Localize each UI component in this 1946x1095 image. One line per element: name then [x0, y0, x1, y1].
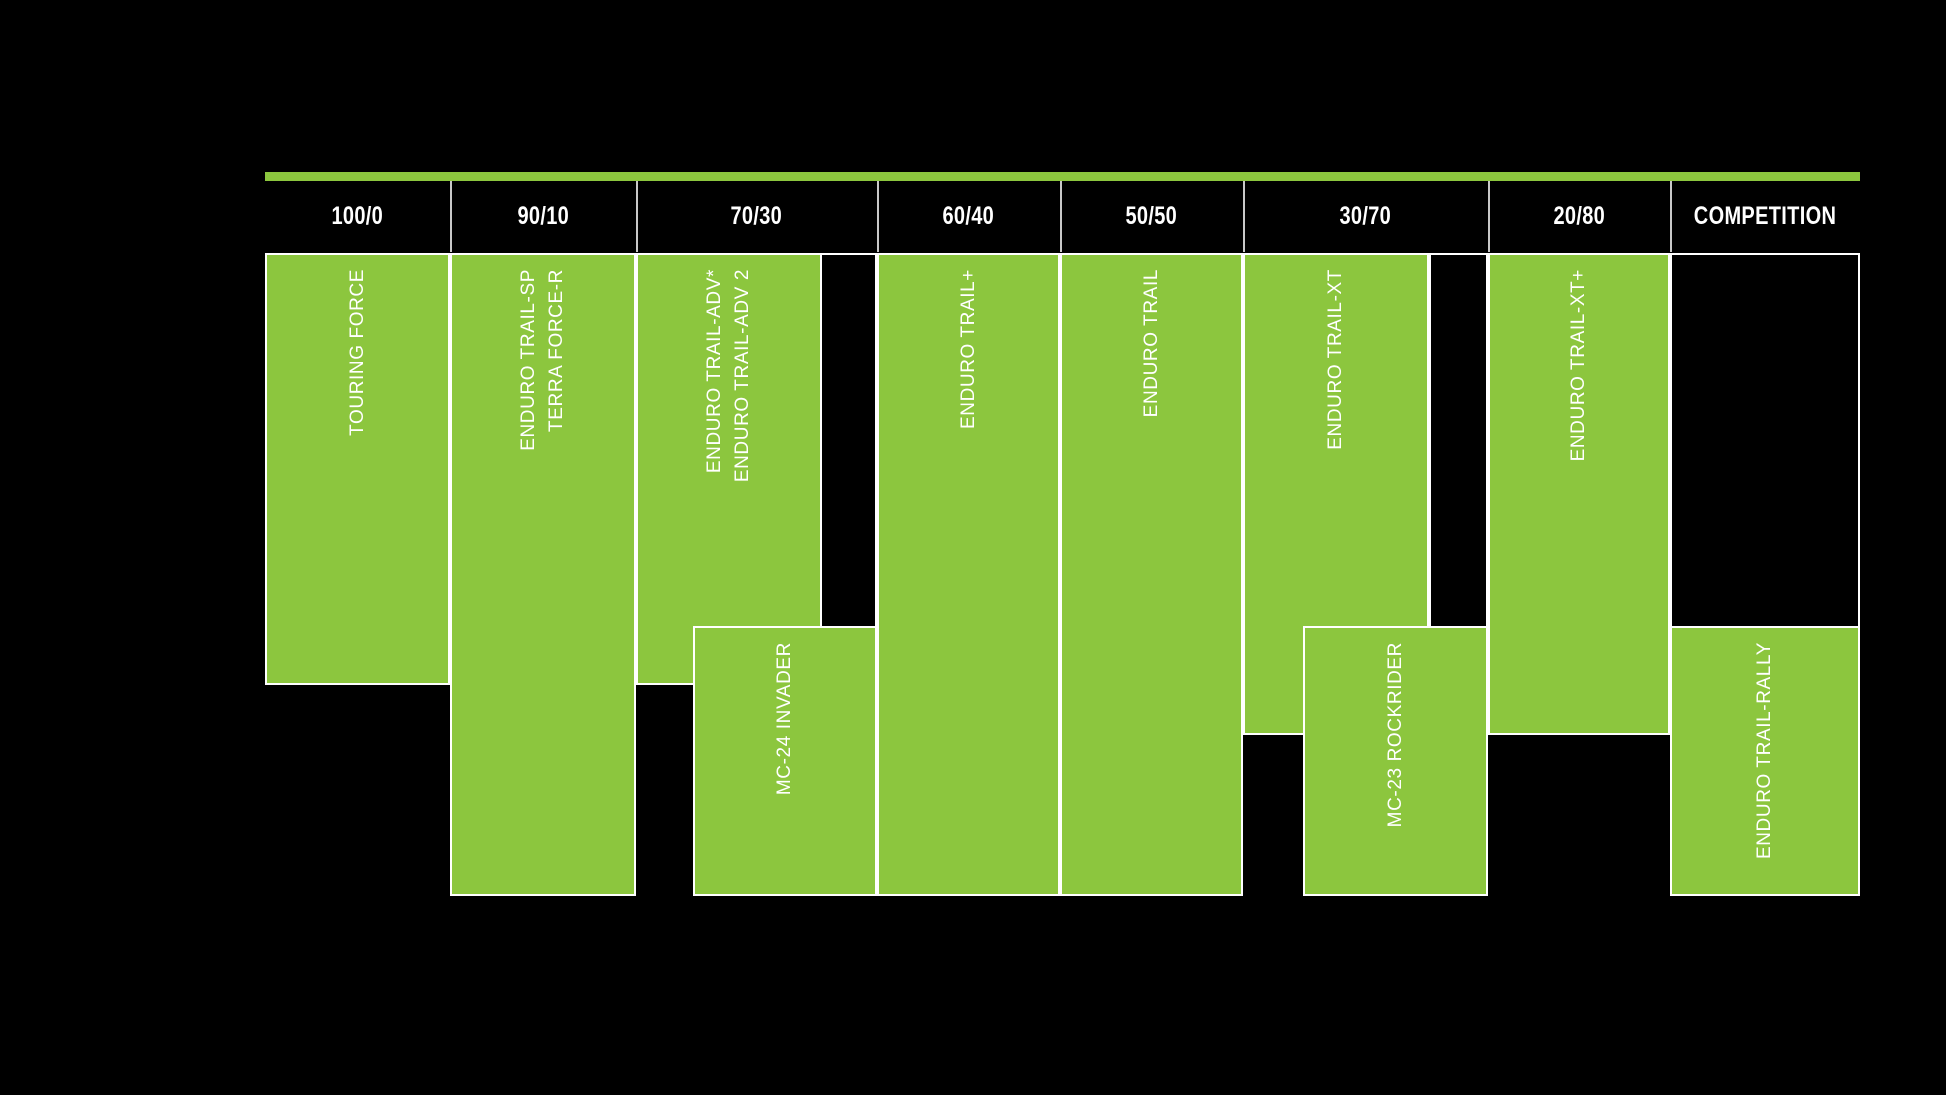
- top-accent-rule: [265, 172, 1860, 181]
- bar-label-group: ENDURO TRAIL-ADV 2 ENDURO TRAIL-ADV*: [638, 269, 820, 482]
- bar-empty-70-30: [820, 253, 877, 628]
- header-label: COMPETITION: [1693, 202, 1837, 230]
- bar-enduro-trail-rally[interactable]: ENDURO TRAIL-RALLY: [1670, 626, 1860, 896]
- bar-label: ENDURO TRAIL-ADV*: [704, 269, 726, 474]
- bar-label: MC-24 INVADER: [774, 642, 796, 796]
- bar-label: ENDURO TRAIL-XT: [1325, 269, 1347, 450]
- bar-empty-20-80: [1429, 253, 1488, 628]
- bar-mc-23-rockrider[interactable]: MC-23 ROCKRIDER: [1303, 626, 1488, 896]
- bar-terra-force-r-enduro-trail-sp[interactable]: TERRA FORCE-R ENDURO TRAIL-SP: [450, 253, 636, 896]
- bar-label-group: TOURING FORCE: [267, 269, 448, 436]
- bar-label: TOURING FORCE: [346, 269, 368, 436]
- bar-empty-competition: [1670, 253, 1860, 628]
- header-col-60-40[interactable]: 60/40: [877, 181, 1060, 252]
- bar-label: ENDURO TRAIL: [1140, 269, 1162, 418]
- bar-enduro-trail-plus[interactable]: ENDURO TRAIL+: [877, 253, 1060, 896]
- header-col-30-70[interactable]: 30/70: [1243, 181, 1488, 252]
- bar-label: TERRA FORCE-R: [546, 269, 567, 432]
- header-col-competition[interactable]: COMPETITION: [1670, 181, 1860, 252]
- header-col-20-80[interactable]: 20/80: [1488, 181, 1670, 252]
- bar-label-group: ENDURO TRAIL-XT: [1245, 269, 1427, 450]
- bar-label-group: TERRA FORCE-R ENDURO TRAIL-SP: [452, 269, 634, 451]
- header-label: 100/0: [331, 202, 384, 230]
- column-header-row: 100/0 90/10 70/30 60/40 50/50 30/70 20/8…: [265, 181, 1860, 252]
- bar-enduro-trail-xt-plus[interactable]: ENDURO TRAIL-XT+: [1488, 253, 1670, 735]
- bar-enduro-trail-adv[interactable]: ENDURO TRAIL-ADV 2 ENDURO TRAIL-ADV*: [636, 253, 822, 685]
- bar-label: ENDURO TRAIL-RALLY: [1754, 642, 1776, 860]
- header-col-100-0[interactable]: 100/0: [265, 181, 450, 252]
- header-label: 50/50: [1125, 202, 1178, 230]
- bar-label: ENDURO TRAIL-XT+: [1568, 269, 1590, 462]
- header-label: 70/30: [730, 202, 783, 230]
- header-label: 60/40: [942, 202, 995, 230]
- bar-label-group: ENDURO TRAIL: [1062, 269, 1241, 417]
- bar-enduro-trail[interactable]: ENDURO TRAIL: [1060, 253, 1243, 896]
- header-col-90-10[interactable]: 90/10: [450, 181, 636, 252]
- bar-label: ENDURO TRAIL-SP: [518, 269, 540, 451]
- bar-label-group: ENDURO TRAIL+: [879, 269, 1058, 429]
- bar-label-group: ENDURO TRAIL-RALLY: [1672, 642, 1858, 859]
- bar-label: MC-23 ROCKRIDER: [1384, 642, 1406, 828]
- header-col-70-30[interactable]: 70/30: [636, 181, 877, 252]
- bar-label: ENDURO TRAIL+: [957, 269, 979, 430]
- header-label: 90/10: [517, 202, 569, 230]
- bar-touring-force[interactable]: TOURING FORCE: [265, 253, 450, 685]
- header-label: 20/80: [1553, 202, 1605, 230]
- bar-label: ENDURO TRAIL-ADV 2: [732, 269, 753, 483]
- bar-mc-24-invader[interactable]: MC-24 INVADER: [693, 626, 877, 896]
- header-label: 30/70: [1339, 202, 1392, 230]
- header-col-50-50[interactable]: 50/50: [1060, 181, 1243, 252]
- bar-label-group: MC-24 INVADER: [695, 642, 875, 795]
- bar-label-group: ENDURO TRAIL-XT+: [1490, 269, 1668, 461]
- bar-label-group: MC-23 ROCKRIDER: [1305, 642, 1486, 827]
